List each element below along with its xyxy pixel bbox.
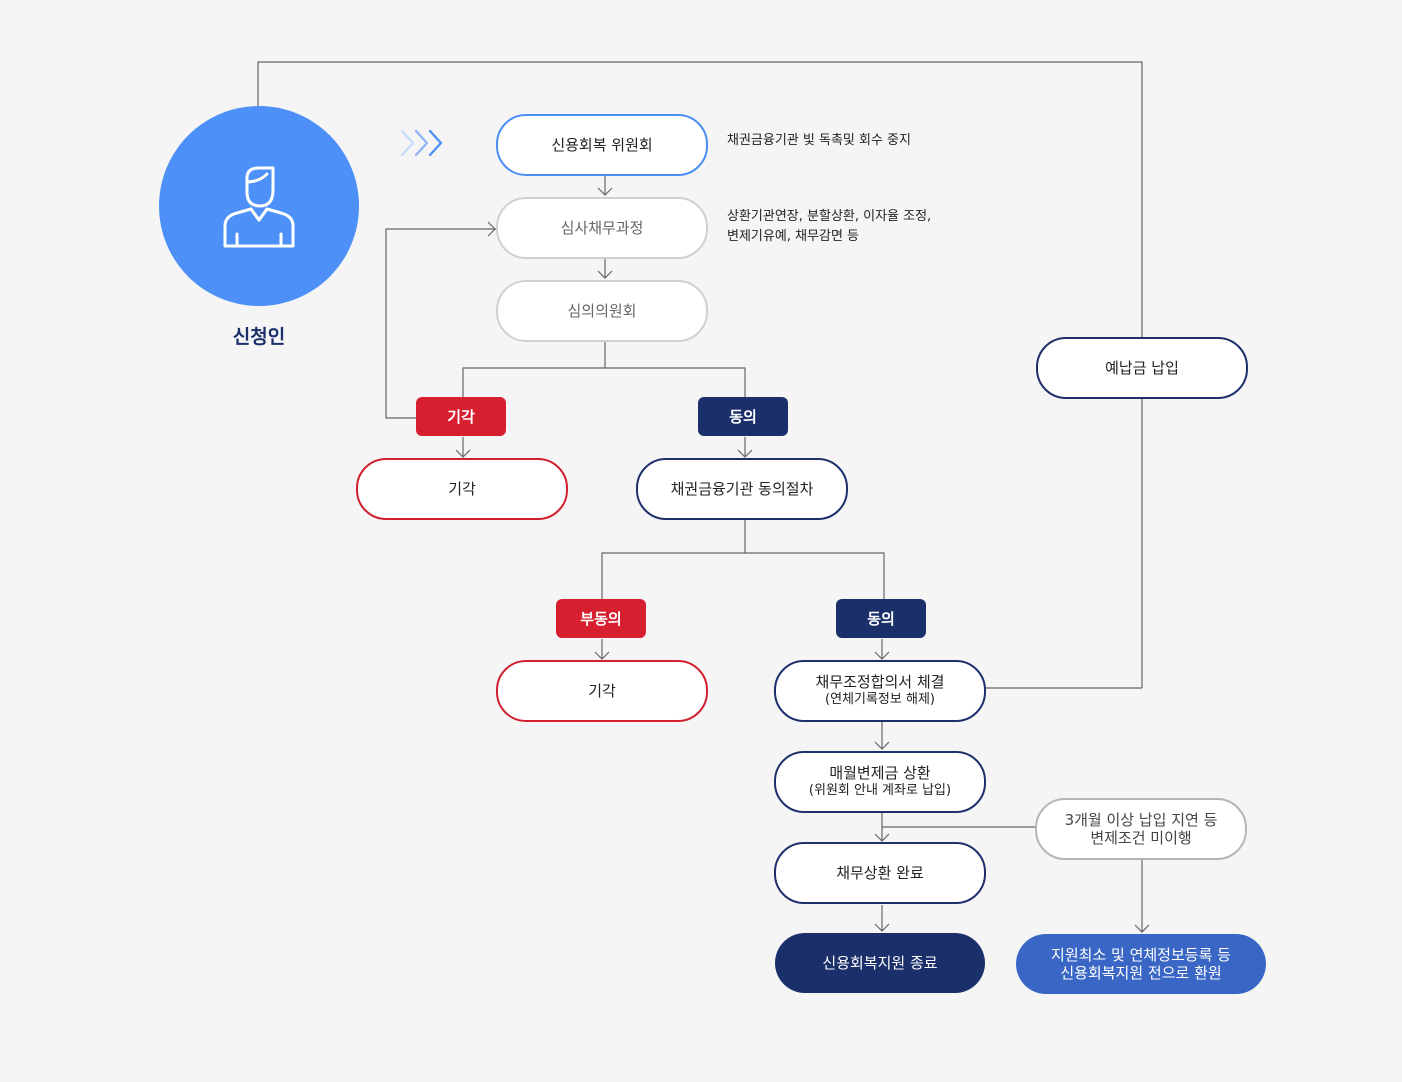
prepayment-node: 예납금 납입 [1036, 337, 1248, 399]
non-consent-badge: 부동의 [556, 599, 646, 638]
review-label: 심사채무과정 [560, 219, 644, 237]
agreement-sublabel: (연체기록정보 해제) [825, 692, 935, 707]
deliberation-node: 심의의원회 [496, 280, 708, 342]
monthly-payment-sublabel: (위원회 안내 계좌로 납입) [808, 783, 952, 798]
restore-line1: 지원최소 및 연체정보등록 등 [1051, 946, 1231, 964]
triple-chevron-icon [400, 129, 443, 157]
person-icon [223, 166, 295, 248]
non-consent-result-label: 기각 [588, 682, 616, 700]
agreement-node: 채무조정합의서 체결 (연체기록정보 해제) [774, 660, 986, 722]
deliberation-label: 심의의원회 [567, 302, 637, 320]
review-note-line1: 상환기관연장, 분할상환, 이자율 조정, [727, 209, 932, 224]
review-node: 심사채무과정 [496, 197, 708, 259]
applicant-circle [159, 106, 359, 306]
committee-label: 신용회복 위원회 [551, 136, 653, 154]
default-line1: 3개월 이상 납입 지연 등 [1064, 811, 1218, 829]
monthly-payment-node: 매월변제금 상환 (위원회 안내 계좌로 납입) [774, 751, 986, 813]
reject-badge: 기각 [416, 397, 506, 436]
prepayment-label: 예납금 납입 [1105, 359, 1179, 377]
non-consent-result-node: 기각 [496, 660, 708, 722]
reject-result-node: 기각 [356, 458, 568, 520]
consent-badge: 동의 [698, 397, 788, 436]
review-note: 상환기관연장, 분할상환, 이자율 조정, 변제기유예, 채무감면 등 [727, 207, 931, 247]
agreement-label: 채무조정합의서 체결 [815, 673, 945, 691]
monthly-payment-label: 매월변제금 상환 [829, 764, 931, 782]
consent2-badge: 동의 [836, 599, 926, 638]
review-note-line2: 변제기유예, 채무감면 등 [727, 229, 859, 244]
restore-node: 지원최소 및 연체정보등록 등 신용회복지원 전으로 환원 [1016, 934, 1266, 994]
default-node: 3개월 이상 납입 지연 등 변제조건 미이행 [1035, 798, 1247, 860]
applicant-label: 신청인 [232, 326, 286, 348]
creditor-consent-label: 채권금융기관 동의절차 [670, 480, 814, 498]
reject-result-label: 기각 [448, 480, 476, 498]
committee-note: 채권금융기관 빛 독촉및 회수 중지 [727, 133, 911, 148]
default-line2: 변제조건 미이행 [1090, 829, 1192, 847]
support-end-node: 신용회복지원 종료 [775, 933, 985, 993]
restore-line2: 신용회복지원 전으로 환원 [1060, 964, 1222, 982]
repayment-complete-node: 채무상환 완료 [774, 842, 986, 904]
committee-node: 신용회복 위원회 [496, 114, 708, 176]
repayment-complete-label: 채무상환 완료 [836, 864, 924, 882]
support-end-label: 신용회복지원 종료 [822, 954, 938, 972]
creditor-consent-node: 채권금융기관 동의절차 [636, 458, 848, 520]
